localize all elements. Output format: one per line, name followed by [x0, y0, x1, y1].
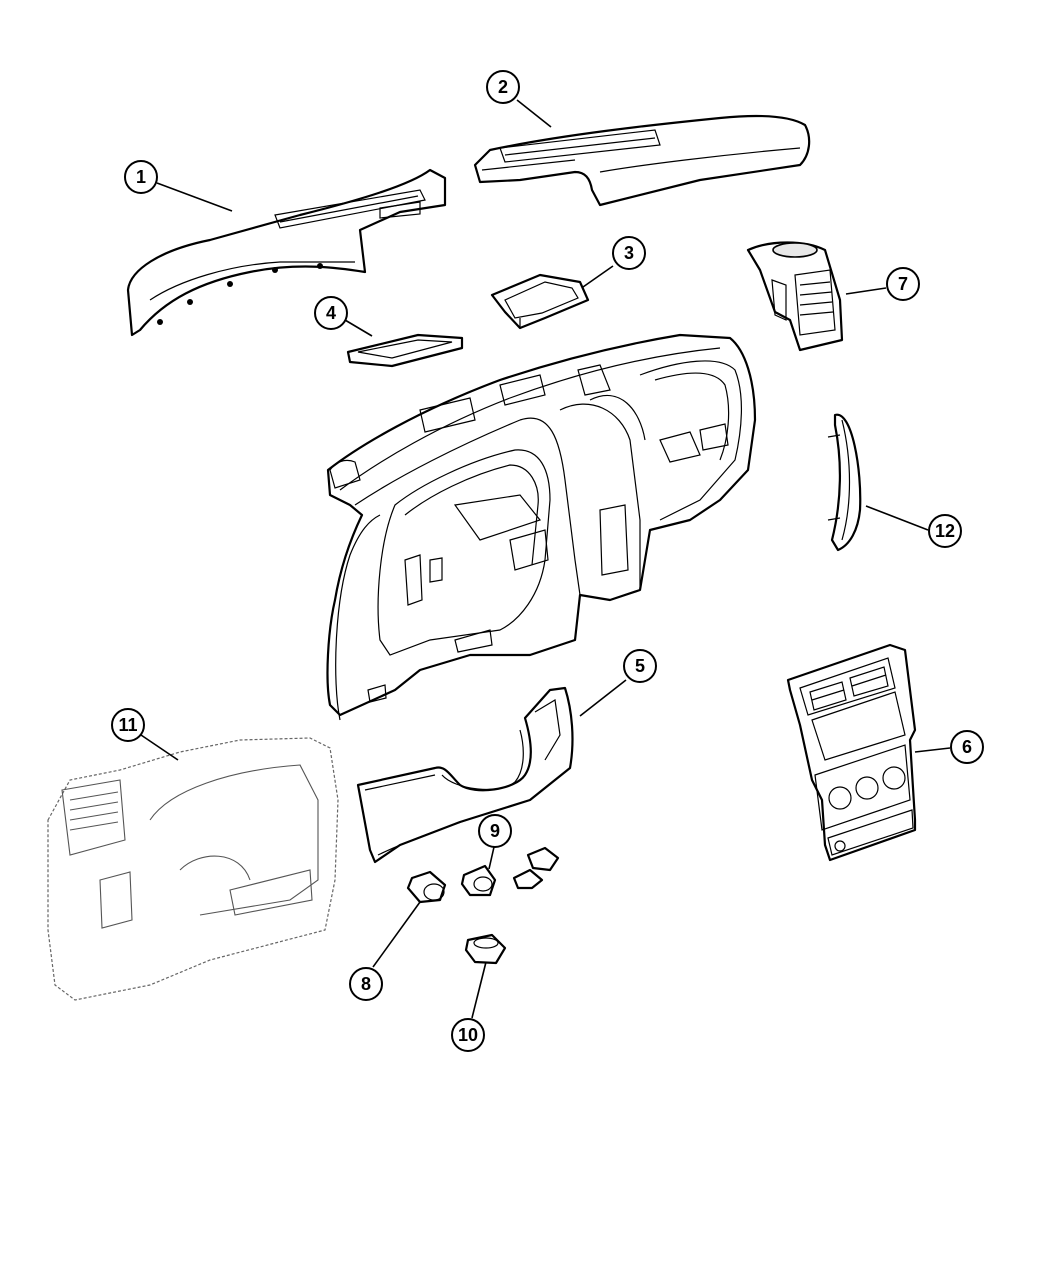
callout-10-label: 10: [458, 1025, 478, 1045]
callout-9-label: 9: [490, 821, 500, 841]
callout-6: 6: [950, 730, 984, 764]
callout-11: 11: [111, 708, 145, 742]
callout-1-label: 1: [136, 167, 146, 187]
part-10-grommet: [464, 933, 507, 965]
callout-5-label: 5: [635, 656, 645, 676]
part-3-storage-bin: [490, 273, 590, 330]
part-5-knee-bolster: [356, 686, 574, 864]
part-8-switch: [406, 870, 447, 904]
callout-1: 1: [124, 160, 158, 194]
callout-4-label: 4: [326, 303, 336, 323]
callout-2-label: 2: [498, 77, 508, 97]
part-2-right-top-cover: [473, 114, 811, 207]
part-6-center-bezel: [786, 643, 917, 862]
callout-6-label: 6: [962, 737, 972, 757]
part-7-vent-bezel: [746, 241, 844, 352]
callout-12: 12: [928, 514, 962, 548]
part-1-left-top-cover: [126, 168, 447, 337]
callout-2: 2: [486, 70, 520, 104]
part-9-clip-b: [512, 868, 544, 890]
callout-8: 8: [349, 967, 383, 1001]
part-9-clip-a: [526, 846, 560, 872]
callout-8-label: 8: [361, 974, 371, 994]
callout-11-label: 11: [118, 715, 137, 735]
callout-5: 5: [623, 649, 657, 683]
instrument-panel-main-structure: [326, 333, 757, 721]
callout-7-label: 7: [898, 274, 908, 294]
part-9-switch: [460, 864, 497, 897]
callout-3: 3: [612, 236, 646, 270]
part-12-side-trim: [827, 413, 862, 552]
part-4-tray: [346, 333, 464, 368]
callout-7: 7: [886, 267, 920, 301]
callout-9: 9: [478, 814, 512, 848]
callout-10: 10: [451, 1018, 485, 1052]
callout-3-label: 3: [624, 243, 634, 263]
leader-lines: [140, 99, 951, 1019]
callout-12-label: 12: [935, 521, 955, 541]
part-11-reference-panel: [47, 737, 339, 1001]
callout-4: 4: [314, 296, 348, 330]
